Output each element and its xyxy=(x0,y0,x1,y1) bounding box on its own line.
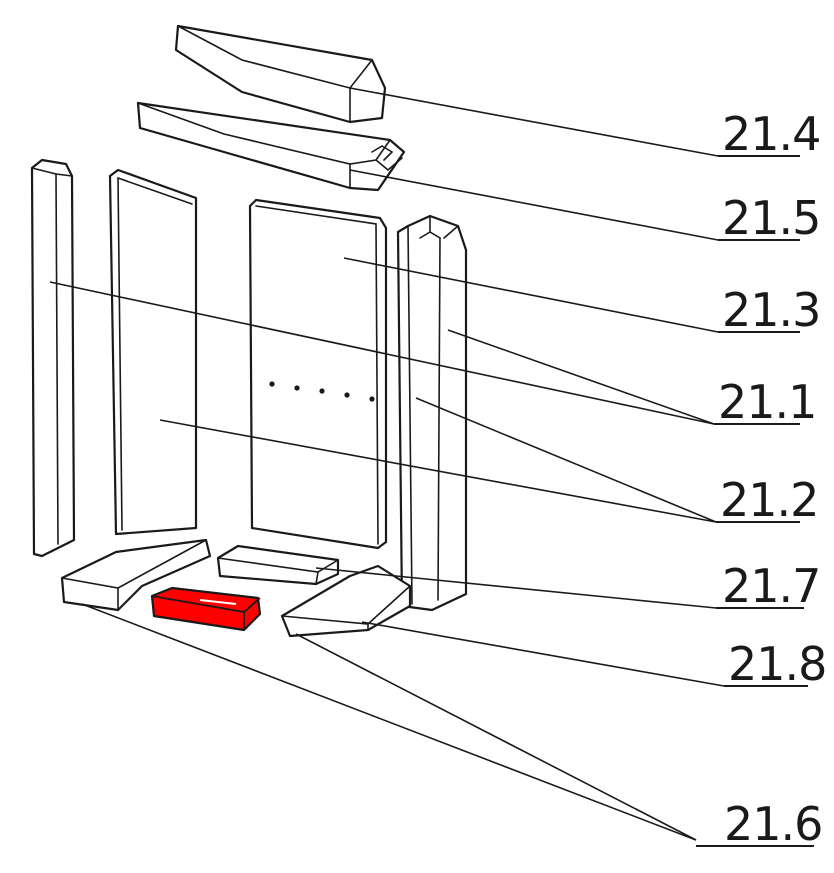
label-underlines xyxy=(696,155,814,847)
part-21-3-back-panel[interactable] xyxy=(248,198,388,550)
label-21-4: 21.4 xyxy=(722,107,820,161)
label-21-2: 21.2 xyxy=(720,473,818,527)
part-21-7-floor-brick[interactable] xyxy=(216,544,340,586)
part-21-1-left-column[interactable] xyxy=(30,158,76,558)
part-21-1-right-column[interactable] xyxy=(396,214,468,612)
part-21-8-right-floor-brick[interactable] xyxy=(280,564,412,638)
leader-lines xyxy=(49,87,725,841)
label-21-1: 21.1 xyxy=(718,375,816,429)
label-21-6: 21.6 xyxy=(724,797,822,851)
part-21-5-baffle[interactable] xyxy=(136,101,406,192)
part-21-2-left-panel[interactable] xyxy=(108,168,198,536)
part-21-6-left-floor-brick[interactable] xyxy=(60,538,212,612)
part-21-6-highlighted-brick[interactable] xyxy=(150,586,262,632)
label-21-5: 21.5 xyxy=(722,191,820,245)
label-21-7: 21.7 xyxy=(722,559,820,613)
label-21-3: 21.3 xyxy=(722,283,820,337)
part-21-4-top-baffle[interactable] xyxy=(174,24,387,124)
label-21-8: 21.8 xyxy=(728,637,826,691)
